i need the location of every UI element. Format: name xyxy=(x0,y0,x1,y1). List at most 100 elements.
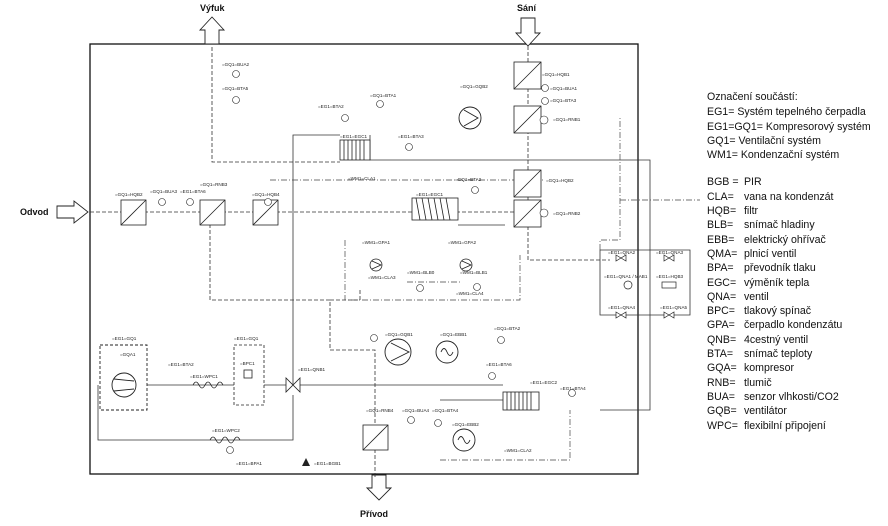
tag-blb0: =WM1=BLB0 xyxy=(407,270,435,275)
tag-bta5: =GQ1=BTA5 xyxy=(222,86,249,91)
damper-rnb4 xyxy=(362,424,389,451)
valve-qna5 xyxy=(663,311,675,319)
legend-component-code: GQB= xyxy=(707,405,737,418)
tag-ebb2: =GQ1=EBB2 xyxy=(452,422,479,427)
legend-component-code: BTA= xyxy=(707,348,734,361)
legend-system-item: EG1=GQ1= Kompresorový systém xyxy=(707,120,871,133)
damper-rnb3 xyxy=(199,199,226,226)
unit-frame xyxy=(89,43,639,475)
legend-component-item: BLB= snímač hladiny xyxy=(707,218,887,232)
legend-component-code: QNA= xyxy=(707,290,737,303)
legend-system-item: GQ1= Ventilační systém xyxy=(707,134,821,147)
tag-cla4: =WM1=CLA4 xyxy=(456,291,484,296)
legend-component-name: PIR xyxy=(743,176,762,189)
intake-port-arrow xyxy=(514,17,542,47)
legend-component-code: BLB= xyxy=(707,219,734,232)
legend-system-item: EG1= Systém tepelného čerpadla xyxy=(707,106,866,119)
fan-gqb1 xyxy=(384,338,412,366)
legend-component-item: HQB= filtr xyxy=(707,204,887,218)
heat-exchanger-egc2 xyxy=(502,391,540,411)
tag-qna4: =EG1=QNA4 xyxy=(608,305,636,310)
supply-port-arrow xyxy=(365,474,393,501)
exhaust-label: Výfuk xyxy=(200,3,226,13)
tag-ebb1: =GQ1=EBB1 xyxy=(440,332,467,337)
tag-bpc1: =BPC1 xyxy=(240,361,255,366)
pump-gpa1 xyxy=(369,258,383,272)
tag-gpa1: =WM1=GPA1 xyxy=(362,240,390,245)
legend-component-item: EBB= elektrický ohřívač xyxy=(707,233,887,247)
legend-component-name: plnicí ventil xyxy=(743,247,797,260)
exhaust-port-arrow xyxy=(198,16,226,45)
legend-component-name: výměník tepla xyxy=(743,276,810,289)
legend-component-code: HQB= xyxy=(707,205,737,218)
legend-component-code: BUA= xyxy=(707,390,735,403)
intake-label: Sání xyxy=(517,3,537,13)
legend-component-code: BPC= xyxy=(707,305,735,318)
tag-rnb4: =GQ1=RNB4 xyxy=(366,408,394,413)
legend-component-code: RNB= xyxy=(707,376,736,389)
tag-qna2: =EG1=QNA2 xyxy=(608,250,636,255)
tag-wpc1: =EG1=WPC1 xyxy=(190,374,218,379)
four-way-valve-qnb1 xyxy=(285,377,301,393)
legend-component-item: QNA= ventil xyxy=(707,290,887,304)
tag-egc1-mid: =EG1=EGC1 xyxy=(416,192,444,197)
legend-component-item: QMA= plnicí ventil xyxy=(707,247,887,261)
tag-gpa2: =WM1=GPA2 xyxy=(448,240,476,245)
tag-qna5: =EG1=QNA5 xyxy=(660,305,688,310)
legend-component-code: QNB= xyxy=(707,333,737,346)
legend-component-code: QMA= xyxy=(707,247,738,260)
filter-hqb2 xyxy=(513,169,542,198)
compressor-gqa1 xyxy=(99,344,148,411)
filter-hqb2-extract xyxy=(120,199,147,226)
legend-component-item: EGC= výměník tepla xyxy=(707,276,887,290)
tag-egc2: =EG1=EGC2 xyxy=(530,380,558,385)
component-tags: =GQ1=BUA2 =GQ1=BTA5 =GQ1=HQB1 =GQ1=BUA1 … xyxy=(112,62,688,466)
tag-hqb4: =GQ1=HQB4 xyxy=(252,192,280,197)
tag-rnb2: =GQ1=RNB2 xyxy=(553,211,581,216)
legend-component-name: filtr xyxy=(743,205,759,218)
tag-bta6: =EG1=BTA6 xyxy=(180,189,206,194)
legend-component-name: snímač teploty xyxy=(743,348,813,361)
fan-gqb2 xyxy=(458,106,482,130)
sensor-bubbles xyxy=(158,70,576,454)
condensate-lines xyxy=(270,118,700,461)
legend-component-item: WPC= flexibilní připojení xyxy=(707,419,887,433)
tag-hqb2-right: =GQ1=HQB2 xyxy=(546,178,574,183)
component-legend: Označení součástí: EG1= Systém tepelného… xyxy=(707,90,887,433)
legend-component-name: tlumič xyxy=(743,376,772,389)
legend-component-name: tlakový spínač xyxy=(743,305,812,318)
expansion-valve-qna1 xyxy=(623,280,677,290)
legend-component-name: senzor vlhkosti/CO2 xyxy=(743,390,839,403)
tag-cla3: =WM1=CLA3 xyxy=(368,275,396,280)
tag-bua4: =GQ1=BUA4 xyxy=(402,408,430,413)
heater-ebb1 xyxy=(435,340,459,364)
heat-exchanger-egc1-mid xyxy=(411,197,459,221)
legend-component-item: CLA= vana na kondenzát xyxy=(707,190,887,204)
valve-qna4 xyxy=(615,311,627,319)
legend-component-item: GQA= kompresor xyxy=(707,361,887,375)
tag-blb1: =WM1=BLB1 xyxy=(460,270,488,275)
tag-rnb3: =GQ1=RNB3 xyxy=(200,182,228,187)
tag-gqa1: =GQA1 xyxy=(120,352,136,357)
legend-component-name: převodník tlaku xyxy=(743,262,816,275)
tag-egc1-top: =EG1=EGC1 xyxy=(340,134,368,139)
legend-component-name: ventil xyxy=(743,290,769,303)
legend-component-item: QNB= 4cestný ventil xyxy=(707,333,887,347)
flex-connection-wpc1 xyxy=(192,381,224,389)
legend-component-item: BGB = PIR xyxy=(707,175,887,189)
tag-qnb1: =EG1=QNB1 xyxy=(298,367,326,372)
legend-component-name: vana na kondenzát xyxy=(743,190,834,203)
legend-component-item: BTA= snímač teploty xyxy=(707,347,887,361)
tag-bta3: =GQ1=BTA3 xyxy=(550,98,577,103)
legend-component-code: BGB = xyxy=(707,176,739,189)
tag-bgb1: =EG1=BGB1 xyxy=(314,461,341,466)
tag-bua2: =GQ1=BUA2 xyxy=(222,62,250,67)
legend-title: Označení součástí: xyxy=(707,91,798,103)
tag-wpc2: =EG1=WPC2 xyxy=(212,428,240,433)
tag-bta1: =GQ1=BTA1 xyxy=(370,93,397,98)
tag-bua3: =GQ1=BUA3 xyxy=(150,189,178,194)
legend-system-item: WM1= Kondenzační systém xyxy=(707,149,840,162)
legend-component-item: GQB= ventilátor xyxy=(707,404,887,418)
